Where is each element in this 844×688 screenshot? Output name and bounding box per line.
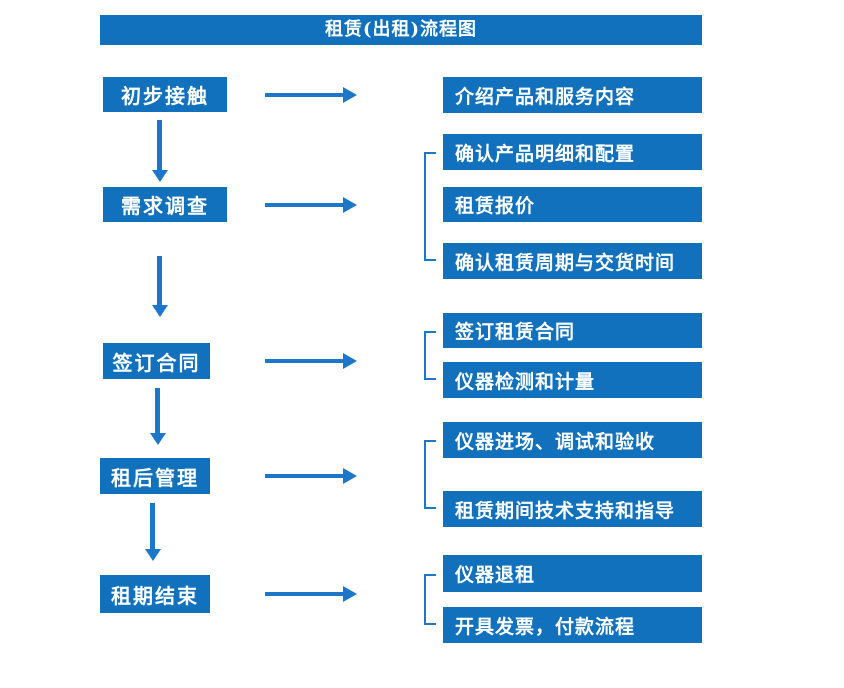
detail-box: 租赁期间技术支持和指导 <box>443 491 702 527</box>
flow-arrow-down-head-icon <box>150 433 166 445</box>
stage-box: 租期结束 <box>100 575 210 613</box>
flowchart-title: 租赁(出租)流程图 <box>100 15 702 45</box>
flow-arrow-down-icon <box>150 503 155 549</box>
flow-arrow-right-head-icon <box>343 586 357 602</box>
flow-arrow-right-head-icon <box>343 196 357 213</box>
detail-box: 租赁报价 <box>443 187 702 222</box>
detail-box: 开具发票，付款流程 <box>443 607 702 643</box>
stage-box: 初步接触 <box>103 77 227 112</box>
stage-box: 签订合同 <box>103 343 210 379</box>
flow-arrow-right-icon <box>265 202 343 207</box>
flow-arrow-right-icon <box>265 592 343 596</box>
stage-box: 租后管理 <box>100 458 210 494</box>
flow-arrow-down-head-icon <box>152 305 168 317</box>
group-bracket-icon <box>424 330 426 380</box>
flow-arrow-down-head-icon <box>145 549 161 561</box>
group-bracket-icon <box>424 623 436 625</box>
flow-arrow-down-icon <box>157 256 162 305</box>
group-bracket-icon <box>424 259 436 261</box>
group-bracket-icon <box>424 440 436 442</box>
flow-arrow-right-head-icon <box>343 86 357 103</box>
detail-box: 仪器进场、调试和验收 <box>443 422 702 458</box>
group-bracket-icon <box>424 152 426 261</box>
flow-arrow-right-icon <box>265 92 343 97</box>
stage-box: 需求调查 <box>103 187 227 222</box>
flow-arrow-right-head-icon <box>343 468 357 484</box>
detail-box: 介绍产品和服务内容 <box>443 77 702 113</box>
group-bracket-icon <box>424 573 436 576</box>
detail-box: 仪器检测和计量 <box>443 362 702 398</box>
group-bracket-icon <box>424 573 426 625</box>
group-bracket-icon <box>424 440 426 509</box>
group-bracket-icon <box>424 378 436 380</box>
group-bracket-icon <box>424 152 436 154</box>
flow-arrow-down-icon <box>155 388 160 433</box>
flow-arrow-right-icon <box>265 474 343 478</box>
detail-box: 确认产品明细和配置 <box>443 134 702 170</box>
group-bracket-icon <box>424 507 436 509</box>
group-bracket-icon <box>424 330 436 333</box>
flow-arrow-right-icon <box>265 359 343 363</box>
detail-box: 仪器退租 <box>443 555 702 592</box>
detail-box: 签订租赁合同 <box>443 313 702 348</box>
flow-arrow-right-head-icon <box>343 353 357 369</box>
detail-box: 确认租赁周期与交货时间 <box>443 243 702 279</box>
flow-arrow-down-icon <box>157 120 162 170</box>
flow-arrow-down-head-icon <box>152 170 168 182</box>
